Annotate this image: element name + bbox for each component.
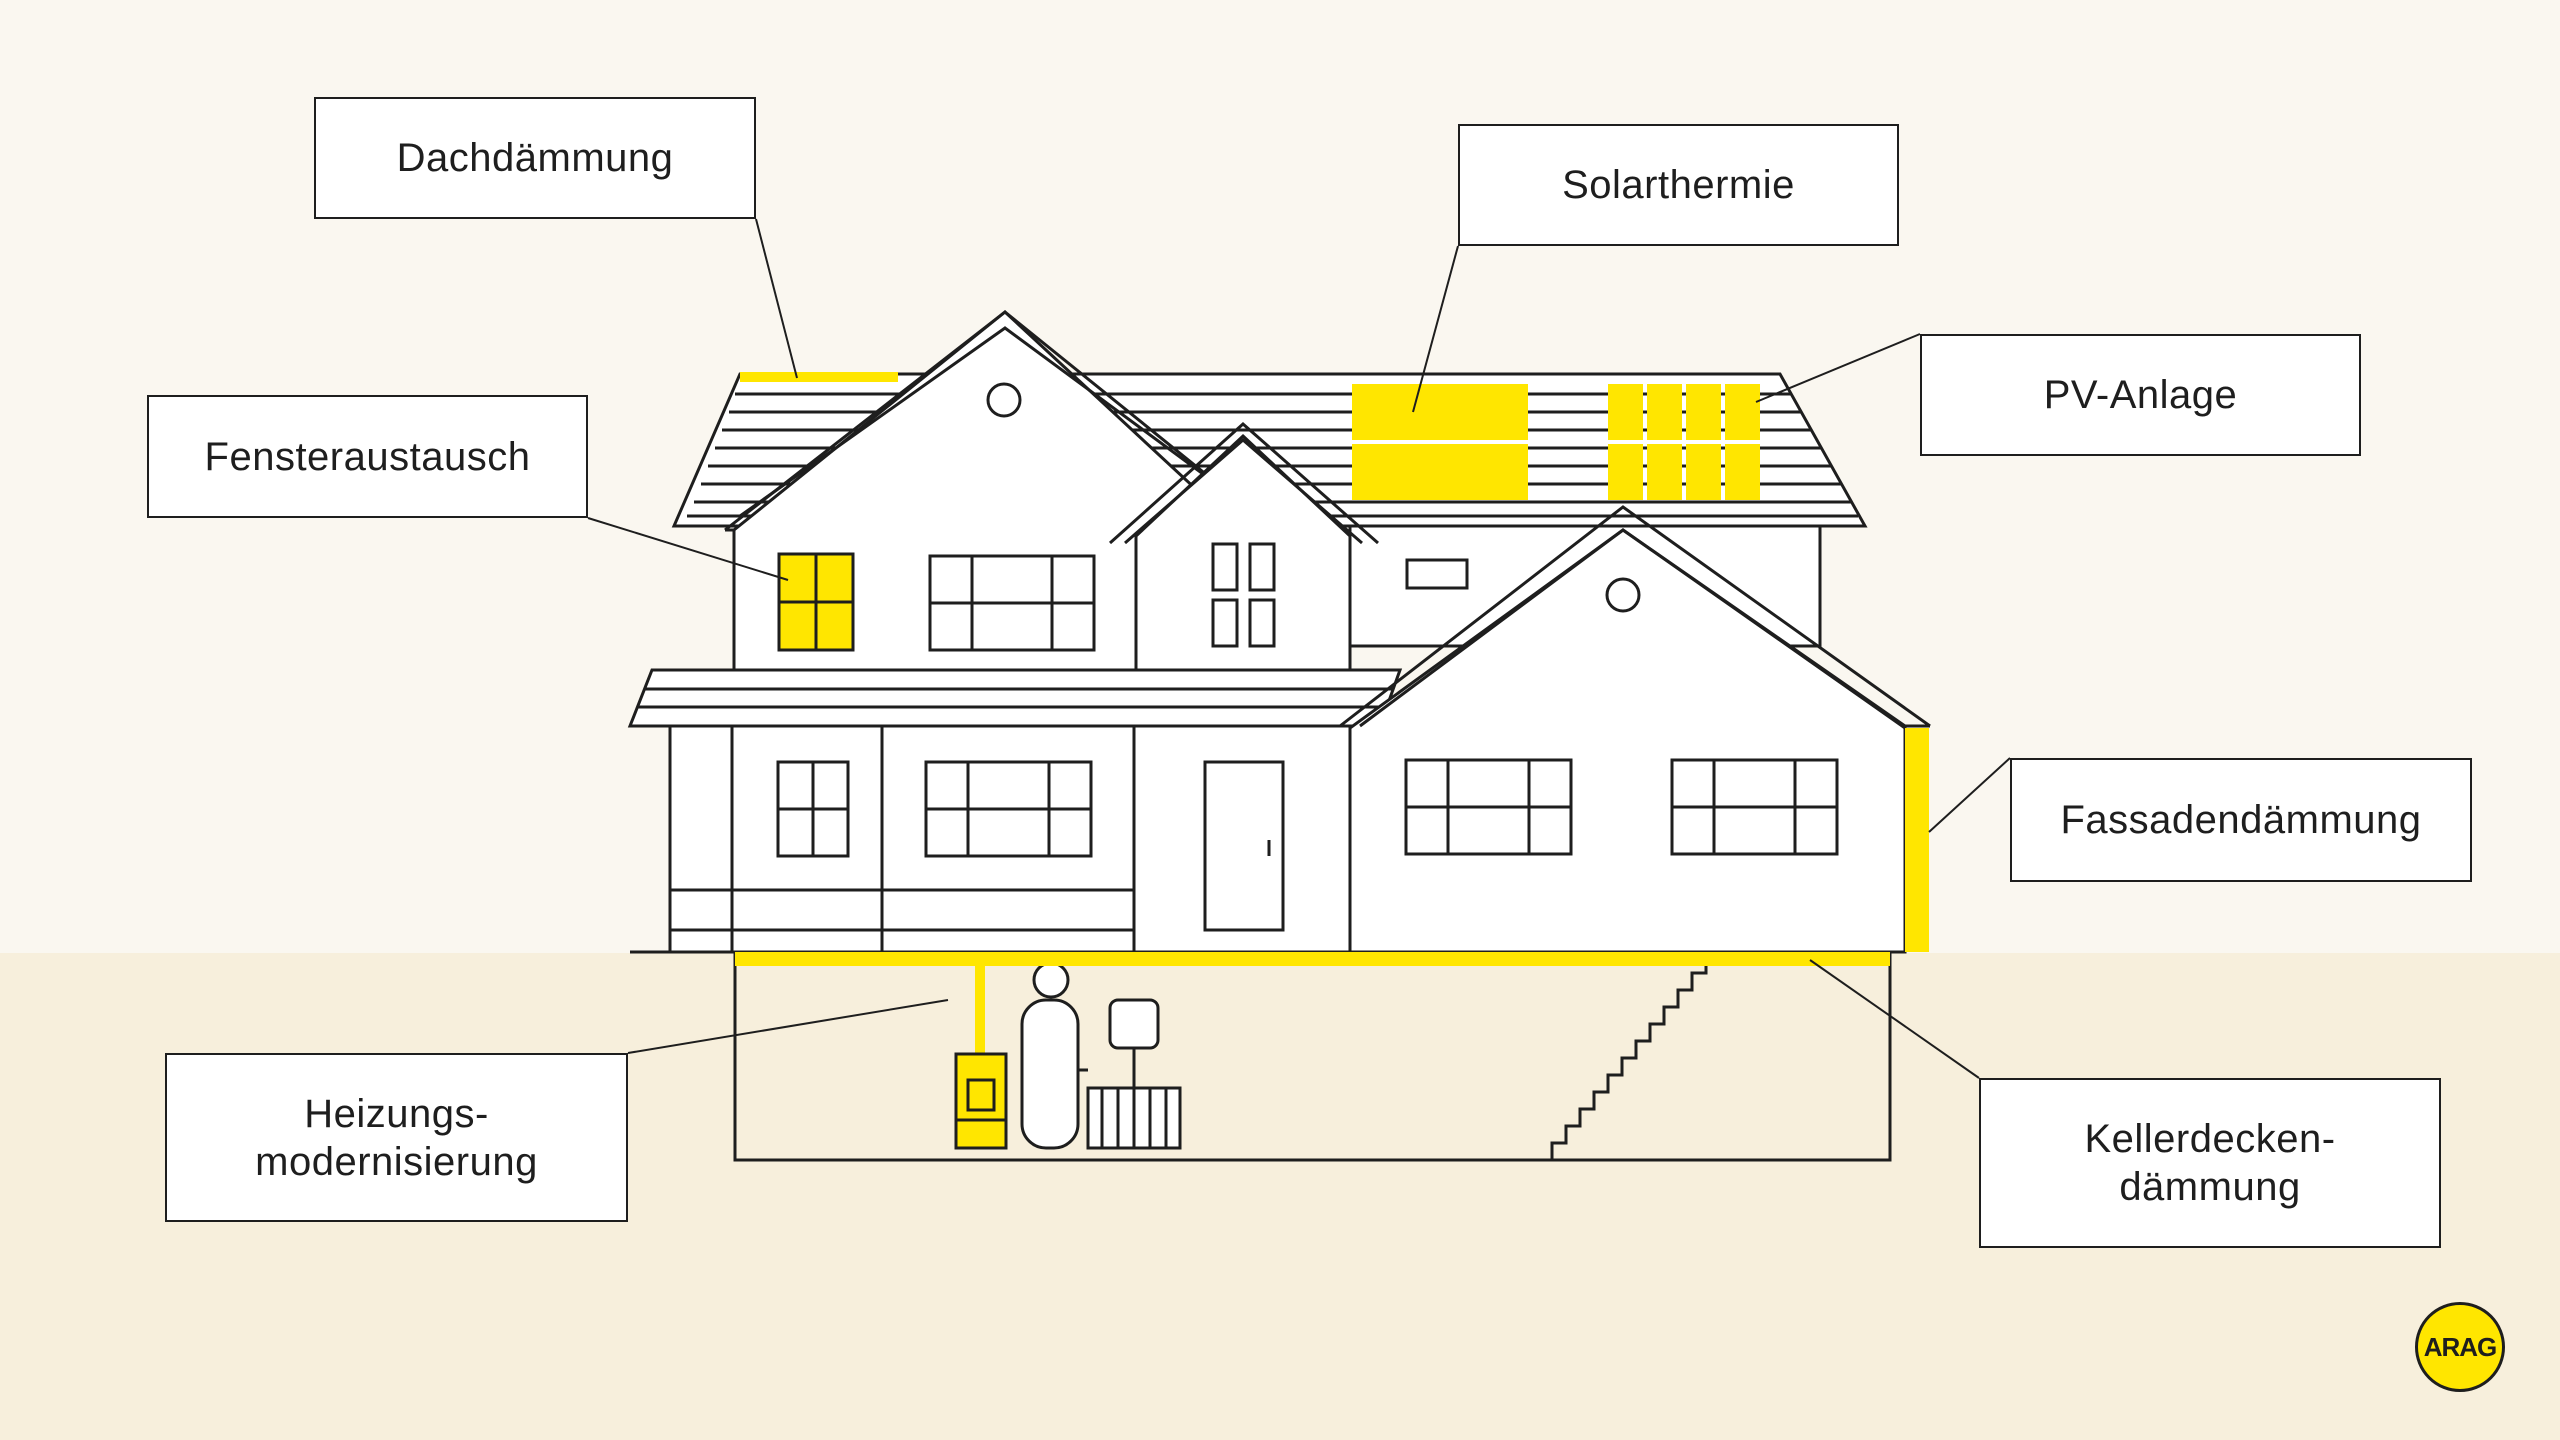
leader-lines: [587, 218, 2011, 1079]
front-door: [1203, 760, 1285, 932]
label-pv-system: PV-Anlage: [1920, 334, 2361, 456]
label-text-line2: dämmung: [2119, 1165, 2301, 1209]
label-text: Dachdämmung: [396, 136, 674, 180]
label-text: Solarthermie: [1562, 163, 1795, 207]
heating-pipe: [975, 960, 985, 1056]
basement-stairs: [1550, 954, 1720, 1160]
label-text-line2: modernisierung: [255, 1139, 538, 1184]
window-dormer-top-right: [1248, 542, 1276, 592]
highlights: [735, 372, 1929, 1150]
pv-panels: [1608, 384, 1760, 500]
roof-insulation-highlight: [740, 372, 898, 382]
label-heating-modernization: Heizungs- modernisierung: [165, 1053, 628, 1222]
label-text: Fassadendämmung: [2060, 798, 2422, 842]
ground-floor-left: [668, 724, 1352, 954]
upper-left-gable: [724, 310, 1276, 682]
label-basement-ceiling-insulation: Kellerdecken- dämmung: [1979, 1078, 2441, 1248]
label-text: Fensteraustausch: [204, 434, 531, 479]
label-roof-insulation: Dachdämmung: [314, 97, 756, 219]
window-dormer-bottom-left: [1211, 598, 1239, 648]
attic-round-window: [986, 382, 1022, 418]
window-dormer-top-left: [1211, 542, 1239, 592]
facade-insulation-highlight: [1905, 728, 1929, 952]
label-text-line1: Heizungs-: [304, 1091, 489, 1136]
logo-text: ARAG: [2423, 1331, 2498, 1362]
label-window-replacement: Fensteraustausch: [147, 395, 588, 518]
label-text: PV-Anlage: [2043, 373, 2238, 417]
label-solar-thermal: Solarthermie: [1458, 124, 1899, 246]
porch-roof: [627, 668, 1403, 728]
small-window: [1405, 558, 1469, 590]
label-text-line1: Kellerdecken-: [2084, 1117, 2336, 1161]
window-dormer-bottom-right: [1248, 598, 1276, 648]
arag-logo: ARAG: [2415, 1302, 2505, 1392]
label-facade-insulation: Fassadendämmung: [2010, 758, 2472, 882]
solar-thermal-panels: [1352, 384, 1528, 440]
heating-system: [1020, 961, 1182, 1150]
gable-round-window: [1605, 577, 1641, 613]
middle-small-gable: [1108, 421, 1379, 682]
boiler: [954, 1052, 1008, 1150]
basement-ceiling-highlight: [735, 952, 1890, 966]
